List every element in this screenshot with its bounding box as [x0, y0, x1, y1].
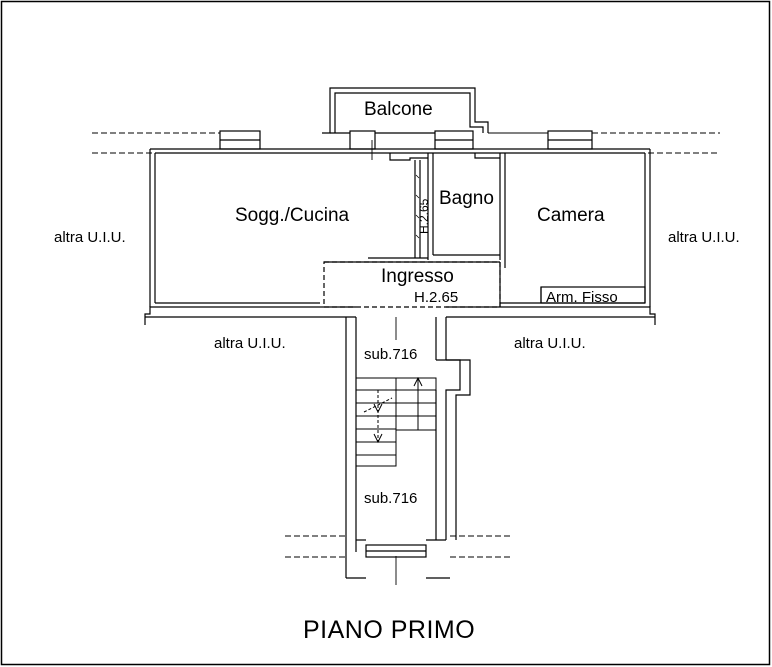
neighbour-label-right: altra U.I.U.: [668, 229, 740, 246]
room-label-ingresso: Ingresso: [381, 266, 454, 287]
room-label-bagno: Bagno: [439, 188, 494, 209]
neighbour-label-bottom-right: altra U.I.U.: [514, 335, 586, 352]
plan-title: PIANO PRIMO: [303, 616, 476, 644]
walls: [144, 87, 656, 579]
neighbour-label-bottom-left: altra U.I.U.: [214, 335, 286, 352]
room-height-bagno: H.2.65: [417, 198, 431, 234]
axis-lines: [371, 140, 397, 585]
room-height-ingresso: H.2.65: [414, 289, 459, 306]
room-label-arm-fisso: Arm. Fisso: [546, 289, 618, 306]
exterior-lines: [92, 132, 720, 558]
hatched-walls: [415, 174, 420, 239]
stair-steps: [355, 376, 437, 467]
room-label-soggiorno-cucina: Sogg./Cucina: [235, 205, 350, 226]
stair-sub-label-upper: sub.716: [364, 346, 418, 363]
neighbour-label-left: altra U.I.U.: [54, 229, 126, 246]
room-label-balcone: Balcone: [364, 99, 433, 120]
stair-sub-label-lower: sub.716: [364, 490, 418, 507]
room-label-camera: Camera: [537, 205, 605, 226]
